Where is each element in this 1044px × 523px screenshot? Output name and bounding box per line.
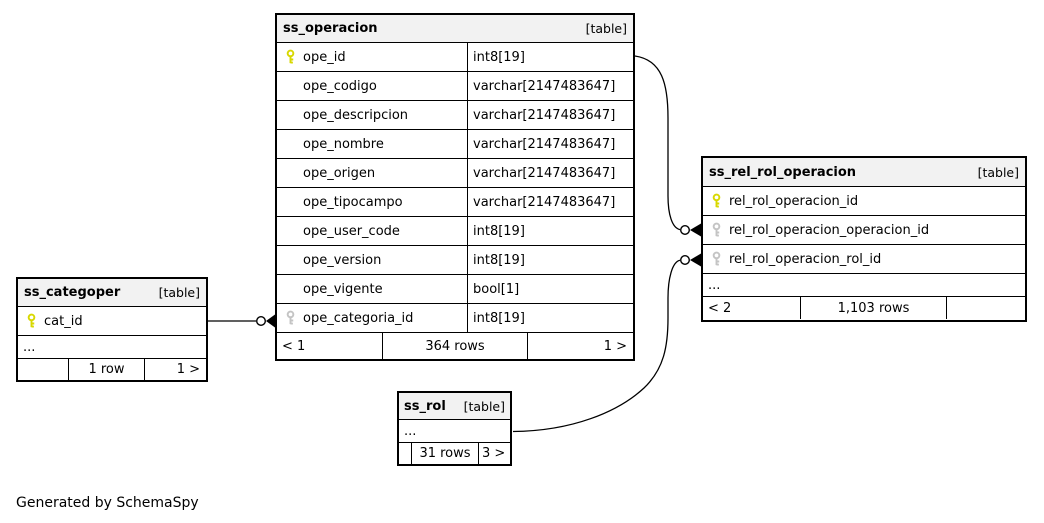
column-name-cell: ope_vigente: [277, 275, 467, 303]
row-count: 1,103 rows: [800, 297, 946, 319]
column-name: cat_id: [44, 313, 83, 329]
table-row: ope_vigente bool[1]: [277, 275, 633, 304]
table-row: rel_rol_operacion_id: [703, 187, 1025, 216]
column-type: int8[19]: [467, 246, 633, 274]
table-type-tag: [table]: [977, 164, 1019, 180]
column-name-cell: ope_codigo: [277, 72, 467, 100]
pager-next: [946, 297, 1025, 319]
table-footer: 31 rows 3 >: [399, 443, 510, 464]
table-type-tag: [table]: [463, 398, 505, 414]
column-name: rel_rol_operacion_id: [729, 193, 859, 209]
column-name: ope_codigo: [303, 78, 377, 94]
column-name: ope_nombre: [303, 136, 384, 152]
table-row: ope_categoria_id int8[19]: [277, 304, 633, 333]
table-name[interactable]: ss_rel_rol_operacion: [709, 164, 857, 180]
column-name: ope_origen: [303, 165, 376, 181]
table-header: ss_categoper [table]: [18, 279, 206, 307]
row-count: 1 row: [68, 359, 144, 380]
column-type: int8[19]: [467, 304, 633, 332]
column-name: ope_version: [303, 252, 382, 268]
column-type: varchar[2147483647]: [467, 130, 633, 158]
column-name: ope_categoria_id: [303, 310, 414, 326]
column-name-cell: ope_nombre: [277, 130, 467, 158]
table-footer: 1 row 1 >: [18, 359, 206, 380]
column-name: ope_descripcion: [303, 107, 409, 123]
table-header: ss_rel_rol_operacion [table]: [703, 158, 1025, 187]
table-name[interactable]: ss_categoper: [24, 285, 121, 300]
column-name-cell: rel_rol_operacion_operacion_id: [703, 216, 929, 244]
generated-by-note: Generated by SchemaSpy: [16, 495, 199, 511]
column-name: rel_rol_operacion_operacion_id: [729, 222, 930, 238]
column-name-cell: rel_rol_operacion_id: [703, 187, 858, 215]
table-header: ss_operacion [table]: [277, 15, 633, 43]
column-name-cell: ope_version: [277, 246, 467, 274]
table-name[interactable]: ss_rol: [404, 398, 446, 414]
column-name-cell: ope_descripcion: [277, 101, 467, 129]
table-row: ope_user_code int8[19]: [277, 217, 633, 246]
table-type-tag: [table]: [158, 285, 200, 300]
table-row: cat_id: [18, 307, 206, 336]
table-row: ope_id int8[19]: [277, 43, 633, 72]
table-row: ope_descripcion varchar[2147483647]: [277, 101, 633, 130]
table-row: ope_tipocampo varchar[2147483647]: [277, 188, 633, 217]
table-row: ope_codigo varchar[2147483647]: [277, 72, 633, 101]
table-row: rel_rol_operacion_rol_id: [703, 245, 1025, 274]
column-name: ope_user_code: [303, 223, 400, 239]
table-name[interactable]: ss_operacion: [283, 21, 378, 36]
pager-prev: < 2: [708, 300, 732, 316]
pager-next: 1 >: [527, 333, 633, 359]
column-name: ope_tipocampo: [303, 194, 403, 210]
column-name-cell: ope_tipocampo: [277, 188, 467, 216]
table-header: ss_rol [table]: [399, 393, 510, 420]
fk-edge-operacion-to-rel-rol-operacion: [634, 55, 701, 237]
pager-prev: [18, 359, 68, 380]
table-footer: < 1 364 rows 1 >: [277, 333, 633, 359]
pager-prev: [399, 443, 411, 464]
table-row: ope_nombre varchar[2147483647]: [277, 130, 633, 159]
foreign-key-icon: [277, 310, 303, 326]
fk-edge-categoper-to-operacion: [208, 314, 275, 328]
column-name: rel_rol_operacion_rol_id: [729, 251, 882, 267]
primary-key-icon: [703, 193, 729, 209]
table-row: ope_version int8[19]: [277, 246, 633, 275]
row-count: 364 rows: [382, 333, 527, 359]
table-ss-categoper: ss_categoper [table] cat_id ... 1 row 1 …: [16, 277, 208, 382]
pager-next: 3 >: [478, 443, 510, 464]
column-type: varchar[2147483647]: [467, 188, 633, 216]
column-type: int8[19]: [467, 217, 633, 245]
pager-next: 1 >: [144, 359, 206, 380]
column-name-cell: ope_id: [277, 43, 467, 71]
column-type: int8[19]: [467, 43, 633, 71]
column-type: bool[1]: [467, 275, 633, 303]
ellipsis-row: ...: [399, 420, 510, 443]
table-row: ope_origen varchar[2147483647]: [277, 159, 633, 188]
table-ss-rel-rol-operacion: ss_rel_rol_operacion [table] rel_rol_ope…: [701, 156, 1027, 322]
ellipsis-row: ...: [703, 274, 1025, 297]
column-name-cell: ope_user_code: [277, 217, 467, 245]
column-name-cell: cat_id: [18, 307, 83, 335]
column-type: varchar[2147483647]: [467, 159, 633, 187]
column-name-cell: ope_origen: [277, 159, 467, 187]
foreign-key-icon: [703, 222, 729, 238]
table-row: rel_rol_operacion_operacion_id: [703, 216, 1025, 245]
pager-prev: < 1: [282, 338, 306, 354]
table-ss-rol: ss_rol [table] ... 31 rows 3 >: [397, 391, 512, 466]
column-type: varchar[2147483647]: [467, 72, 633, 100]
table-footer: < 2 1,103 rows: [703, 297, 1025, 319]
column-type: varchar[2147483647]: [467, 101, 633, 129]
primary-key-icon: [277, 49, 303, 65]
row-count: 31 rows: [411, 443, 478, 464]
foreign-key-icon: [703, 251, 729, 267]
table-ss-operacion: ss_operacion [table] ope_id int8[19] ope…: [275, 13, 635, 361]
column-name: ope_id: [303, 49, 346, 65]
column-name: ope_vigente: [303, 281, 383, 297]
column-name-cell: rel_rol_operacion_rol_id: [703, 245, 881, 273]
primary-key-icon: [18, 313, 44, 329]
column-name-cell: ope_categoria_id: [277, 304, 467, 332]
table-type-tag: [table]: [585, 21, 627, 36]
ellipsis-row: ...: [18, 336, 206, 359]
